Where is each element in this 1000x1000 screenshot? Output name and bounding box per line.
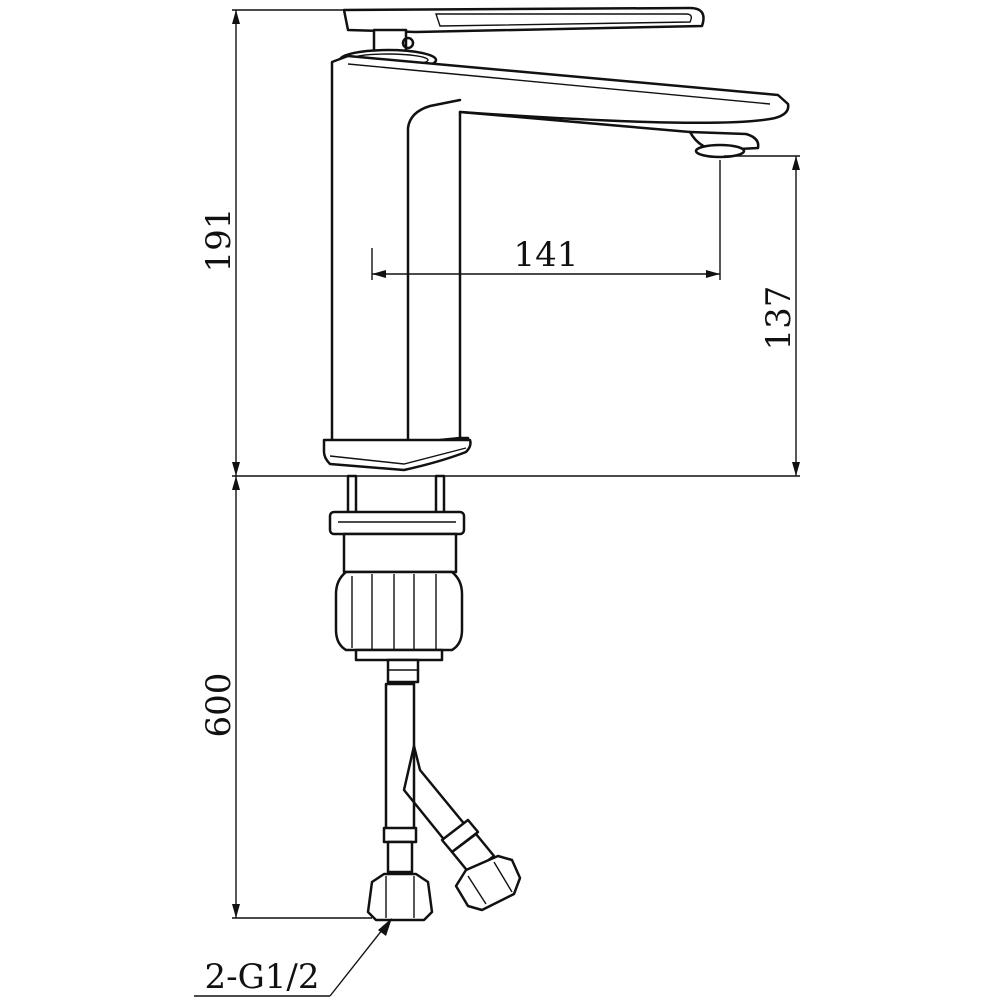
dimension-hose-length: 600 [199,673,239,738]
dimension-total-height: 191 [199,208,239,273]
faucet-body [322,6,790,472]
dimension-spout-reach: 141 [514,235,579,275]
dimension-connection-label: 2-G1/2 [205,957,320,997]
dimension-lines [194,9,800,997]
dimension-spout-height: 137 [759,286,799,351]
supply-hoses [366,658,522,922]
mounting-hardware [328,474,466,662]
